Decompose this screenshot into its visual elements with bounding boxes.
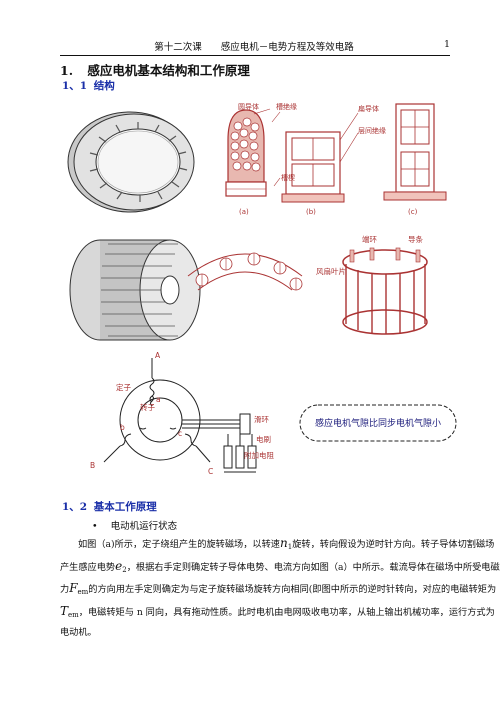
- var-symbol: e: [115, 558, 123, 573]
- slot-cross-section-figure: 圆导体 槽绝缘 扁导体 层间绝缘 槽楔 (a) (b) (c): [225, 102, 447, 216]
- subsection-title: 基本工作原理: [93, 501, 157, 513]
- var-n1: n1: [280, 536, 293, 551]
- label-extra-resistor: 附加电阻: [244, 450, 274, 460]
- label-C: C: [208, 467, 213, 476]
- subsection-heading-principle: 1、2 基本工作原理: [62, 499, 157, 514]
- section-number: 1.: [60, 63, 74, 78]
- var-e2: e2: [115, 558, 127, 574]
- subsection-number: 1、1: [62, 80, 88, 92]
- label-end-ring: 端环: [362, 234, 377, 244]
- paragraph-line: 如图（a)所示，定子绕组产生的旋转磁场，以转速n1旋转，转向假设为逆时针方向。转…: [60, 534, 494, 557]
- callout-text: 感应电机气隙比同步电机气隙小: [314, 419, 441, 429]
- label-c-lower: c: [178, 429, 182, 438]
- text-run: 的方向用左手定则确定为与定子旋转磁场旋转方向相同(即图中所示的逆时针转向，对应的…: [88, 584, 497, 595]
- var-subscript: em: [77, 588, 89, 596]
- rotor-cage-figure: 端环 导条 风扇叶片: [69, 234, 428, 341]
- label-rotor: 转子: [140, 402, 155, 412]
- text-run: ，电磁转矩与 n 同向，具有拖动性质。此时电机由电网吸收电功率，从轴上输出机械功…: [78, 606, 495, 618]
- page-header: 第十二次课 感应电机－电势方程及等效电路 1: [60, 39, 450, 53]
- var-subscript: em: [68, 610, 79, 619]
- var-Tem: Tem: [60, 603, 79, 619]
- text-run: ，根据右手定则确定转子导体电势、电流方向如图（a）中所示。载流导体在磁场中所受电…: [126, 561, 500, 573]
- var-subscript: 1: [287, 543, 293, 551]
- section-title: 感应电机基本结构和工作原理: [87, 63, 250, 78]
- label-A: A: [155, 351, 161, 360]
- label-flat-conductor: 扁导体: [358, 104, 379, 113]
- air-gap-callout: 感应电机气隙比同步电机气隙小: [299, 404, 457, 442]
- label-b: (b): [306, 208, 316, 216]
- label-a-lower: a: [156, 395, 161, 404]
- var-symbol: T: [60, 603, 69, 618]
- bullet-text: 电动机运行状态: [110, 521, 178, 532]
- label-a: (a): [239, 208, 249, 216]
- label-brush: 电刷: [256, 434, 271, 444]
- text-run: 力: [60, 584, 70, 595]
- principle-paragraph: 如图（a)所示，定子绕组产生的旋转磁场，以转速n1旋转，转向假设为逆时针方向。转…: [60, 534, 500, 643]
- paragraph-line: 电动机。: [60, 624, 452, 643]
- label-b-lower: b: [120, 423, 125, 432]
- text-run: 电动机。: [60, 627, 97, 638]
- label-fan-blade: 风扇叶片: [316, 266, 346, 276]
- text-run: 如图（a)所示，定子绕组产生的旋转磁场，以转速: [78, 539, 280, 550]
- header-rule: [60, 55, 450, 56]
- label-c: (c): [408, 208, 418, 216]
- text-run: 旋转，转向假设为逆时针方向。转子导体切割磁场: [292, 539, 495, 550]
- var-symbol: F: [69, 581, 78, 595]
- subsection-heading-structure: 1、1 结构: [62, 78, 115, 93]
- label-slot-insulation: 槽绝缘: [276, 102, 297, 111]
- paragraph-line: 产生感应电势e2，根据右手定则确定转子导体电势、电流方向如图（a）中所示。载流导…: [60, 557, 500, 580]
- label-round-conductor: 圆导体: [238, 102, 259, 111]
- paragraph-line: Tem，电磁转矩与 n 同向，具有拖动性质。此时电机由电网吸收电功率，从轴上输出…: [60, 602, 495, 625]
- label-stator: 定子: [116, 382, 131, 392]
- wound-rotor-schematic: A B C a b c 定子 转子 滑环 电刷 附加电阻: [90, 351, 274, 476]
- var-symbol: n: [280, 536, 288, 550]
- paragraph-line: 力Fem的方向用左手定则确定为与定子旋转磁场旋转方向相同(即图中所示的逆时针转向…: [60, 579, 496, 602]
- subsection-number: 1、2: [62, 501, 88, 513]
- section-heading: 1. 感应电机基本结构和工作原理: [60, 60, 250, 79]
- bullet-item: • 电动机运行状态: [92, 518, 177, 532]
- page-number: 1: [443, 39, 450, 50]
- text-run: 产生感应电势: [60, 561, 116, 573]
- var-Fem: Fem: [69, 581, 89, 596]
- stator-core-figure: [67, 111, 195, 213]
- var-subscript: 2: [122, 565, 127, 574]
- label-interlayer-insulation: 层间绝缘: [358, 126, 386, 135]
- header-title: 第十二次课 感应电机－电势方程及等效电路: [154, 42, 354, 53]
- label-slip-ring: 滑环: [254, 414, 269, 424]
- label-B: B: [90, 461, 95, 470]
- bullet-marker: •: [92, 521, 98, 532]
- label-bar: 导条: [408, 234, 423, 244]
- subsection-title: 结构: [93, 80, 115, 92]
- label-slot-wedge: 槽楔: [281, 173, 295, 182]
